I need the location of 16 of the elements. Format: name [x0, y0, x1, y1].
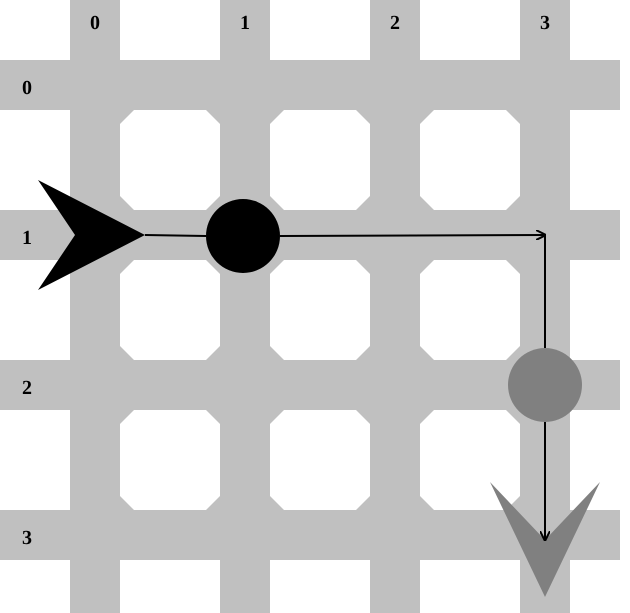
circle-marker — [206, 199, 280, 273]
arrow — [280, 229, 547, 242]
column-number: 0 — [90, 12, 100, 34]
connector-line — [544, 235, 546, 348]
row-number: 2 — [22, 377, 32, 399]
connector-line — [144, 234, 206, 237]
column-number: 2 — [390, 12, 400, 34]
arrowhead-marker — [490, 482, 600, 597]
column-number: 3 — [540, 12, 550, 34]
row-number: 3 — [22, 527, 32, 549]
row-number: 1 — [22, 227, 32, 249]
row-number: 0 — [22, 77, 32, 99]
circle-marker — [508, 348, 582, 422]
arrowhead-marker — [38, 180, 145, 290]
column-number: 1 — [240, 12, 250, 34]
arrow — [539, 422, 551, 542]
